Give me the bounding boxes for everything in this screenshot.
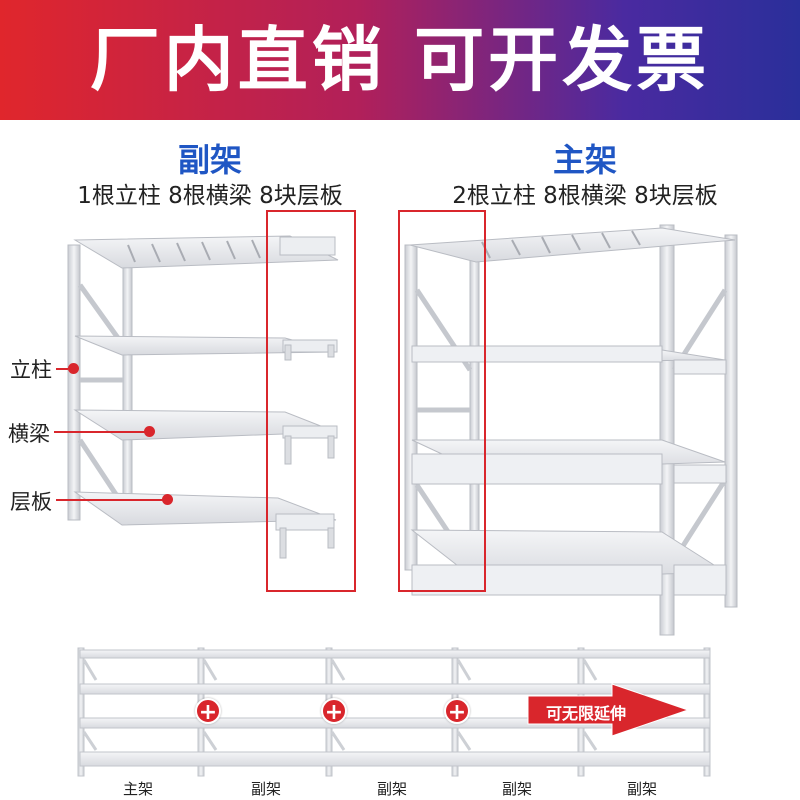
- right-rack: [404, 224, 738, 636]
- callout-shelf: 层板: [10, 490, 52, 514]
- right-highlight-box: [398, 210, 486, 592]
- left-rack-spec: 1根立柱 8根横梁 8块层板: [77, 183, 343, 209]
- right-rack-spec: 2根立柱 8根横梁 8块层板: [452, 183, 718, 209]
- callout-post-line: [56, 368, 68, 370]
- callout-beam: 横梁: [8, 422, 50, 446]
- callout-shelf-line: [56, 499, 164, 501]
- banner-text: 厂内直销 可开发票: [89, 19, 711, 101]
- extend-arrow: [527, 683, 690, 737]
- callout-post: 立柱: [10, 358, 52, 382]
- plus-icon: +: [195, 698, 221, 725]
- callout-shelf-dot: [162, 494, 173, 505]
- callout-beam-line: [54, 431, 146, 433]
- bottom-label-sub: 副架: [501, 780, 532, 798]
- header-banner: [0, 0, 800, 120]
- bottom-label-sub: 副架: [626, 780, 657, 798]
- plus-icon: +: [444, 698, 470, 725]
- right-rack-title: 主架: [552, 141, 617, 179]
- callout-beam-dot: [144, 426, 155, 437]
- bottom-label-sub: 副架: [376, 780, 407, 798]
- plus-icon: +: [321, 698, 347, 725]
- left-highlight-box: [266, 210, 356, 592]
- bottom-label-main: 主架: [122, 780, 153, 798]
- bottom-label-sub: 副架: [250, 780, 281, 798]
- extend-arrow-label: 可无限延伸: [546, 704, 627, 723]
- callout-post-dot: [68, 363, 79, 374]
- left-rack: [67, 235, 339, 559]
- left-rack-title: 副架: [177, 141, 242, 179]
